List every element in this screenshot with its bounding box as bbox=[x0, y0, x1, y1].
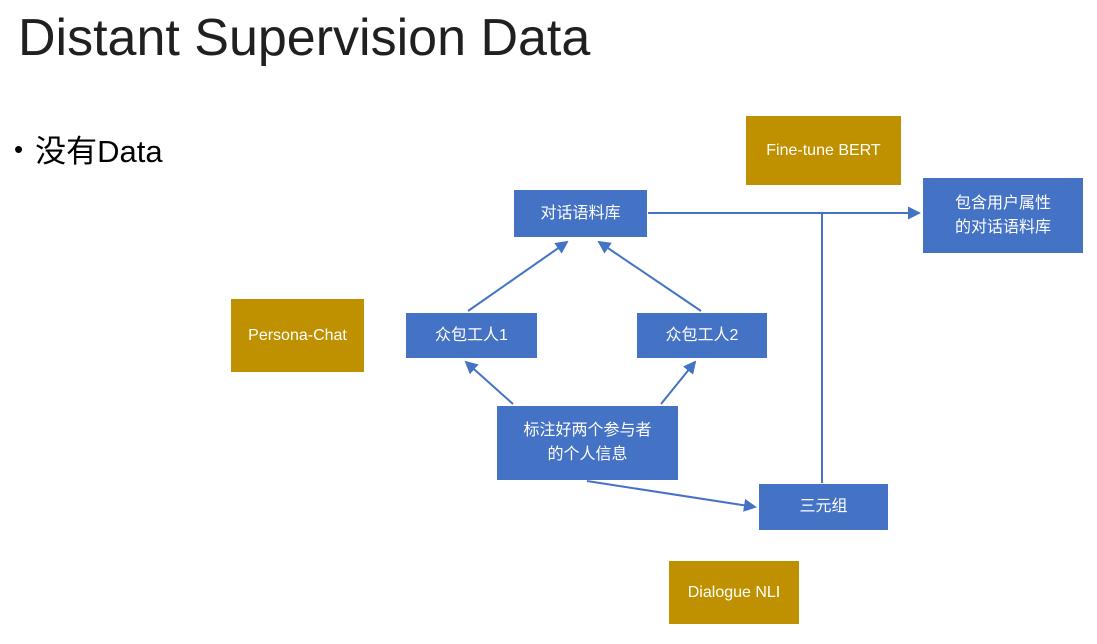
arrow-worker1-to-dialogue-corpus bbox=[467, 240, 569, 312]
slide-title: Distant Supervision Data bbox=[18, 9, 591, 67]
arrow-annotated-info-to-worker1 bbox=[464, 360, 514, 405]
arrow-annotated-info-to-worker2 bbox=[660, 360, 697, 405]
arrow-worker2-to-dialogue-corpus bbox=[597, 240, 702, 312]
arrow-annotated-info-to-triple bbox=[586, 480, 757, 512]
node-annotated-personal-info: 标注好两个参与者 的个人信息 bbox=[497, 406, 678, 480]
node-crowd-worker-1: 众包工人1 bbox=[406, 313, 537, 358]
node-crowd-worker-1-label: 众包工人1 bbox=[435, 326, 508, 344]
node-triple: 三元组 bbox=[759, 484, 888, 530]
node-dialogue-nli: Dialogue NLI bbox=[669, 561, 799, 624]
node-user-attr-corpus-label: 包含用户属性 的对话语料库 bbox=[954, 194, 1051, 236]
node-annotated-personal-info-label: 标注好两个参与者 的个人信息 bbox=[523, 422, 652, 463]
bullet-text: 没有Data bbox=[35, 134, 163, 169]
node-persona-chat-label: Persona-Chat bbox=[248, 326, 347, 344]
node-dialogue-corpus: 对话语料库 bbox=[514, 190, 647, 237]
node-crowd-worker-2: 众包工人2 bbox=[637, 313, 767, 358]
node-fine-tune-bert: Fine-tune BERT bbox=[746, 116, 901, 185]
bullet-item: • 没有Data bbox=[14, 126, 163, 171]
node-dialogue-corpus-label: 对话语料库 bbox=[540, 204, 621, 222]
node-fine-tune-bert-label: Fine-tune BERT bbox=[766, 141, 881, 159]
node-persona-chat: Persona-Chat bbox=[231, 299, 364, 372]
node-user-attr-corpus: 包含用户属性 的对话语料库 bbox=[923, 178, 1083, 253]
node-triple-label: 三元组 bbox=[799, 498, 848, 515]
node-crowd-worker-2-label: 众包工人2 bbox=[665, 326, 739, 344]
bullet-marker: • bbox=[14, 133, 24, 164]
node-dialogue-nli-label: Dialogue NLI bbox=[687, 583, 781, 601]
